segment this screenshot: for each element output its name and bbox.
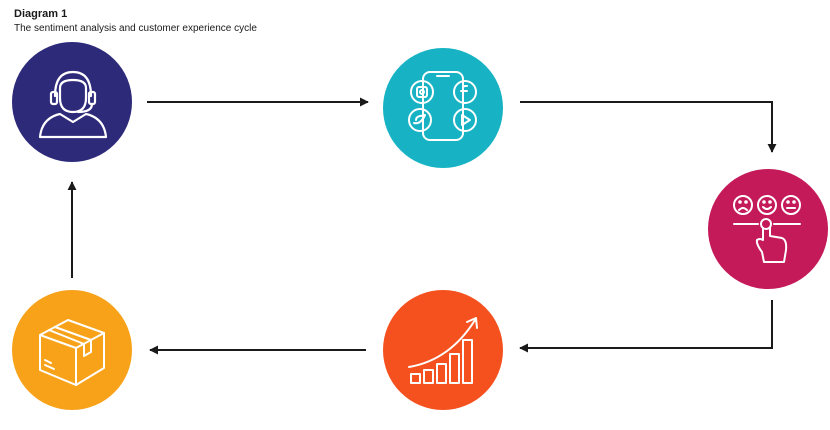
node-social-media xyxy=(383,48,503,168)
sentiment-rating-faces-icon xyxy=(733,195,801,263)
node-growth xyxy=(383,290,503,410)
customer-support-headset-icon xyxy=(38,70,108,139)
product-box-icon xyxy=(39,319,105,386)
social-media-smartphone-icon xyxy=(408,71,477,141)
node-sentiment-rating xyxy=(708,169,828,289)
diagram-subtitle: The sentiment analysis and customer expe… xyxy=(14,23,257,34)
growth-bar-chart-icon xyxy=(408,317,478,384)
arrow-sentiment-to-growth xyxy=(519,300,773,353)
node-customer-support xyxy=(12,42,132,162)
node-product xyxy=(12,290,132,410)
connector-arrows xyxy=(67,97,777,355)
diagram-title: Diagram 1 xyxy=(14,8,68,20)
arrow-social-to-sentiment xyxy=(520,101,777,153)
